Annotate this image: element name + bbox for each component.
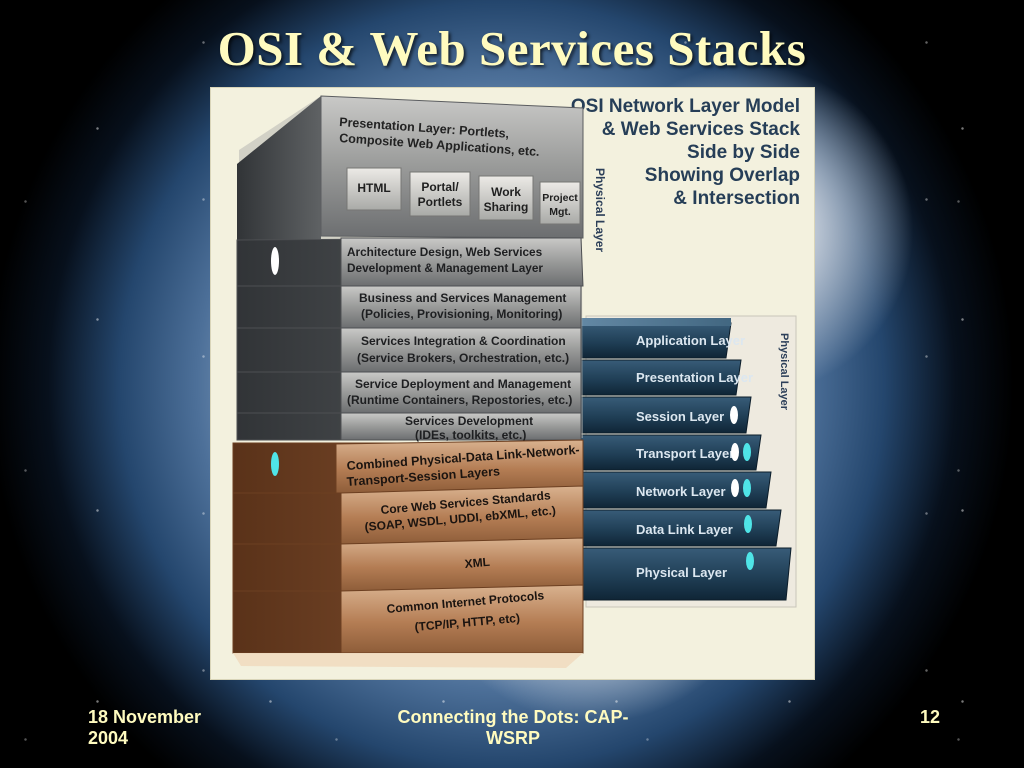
tile-project-mgt: Project Mgt.	[539, 181, 581, 225]
footer-page-number: 12	[919, 707, 940, 727]
footer-center-line1: Connecting the Dots: CAP-	[397, 707, 629, 727]
web-stack-base	[233, 653, 583, 668]
transport-marker-cyan	[743, 443, 751, 461]
xml-layer: XML	[232, 537, 584, 592]
osi-label-application: Application Layer	[636, 333, 745, 348]
tile-portal-line2: Portlets	[418, 195, 463, 209]
network-marker-cyan	[743, 479, 751, 497]
tile-project-line1: Project	[542, 192, 578, 204]
core-layer: Core Web Services Standards (SOAP, WSDL,…	[232, 485, 584, 545]
session-marker-white	[730, 406, 738, 424]
osi-layer-data-link: Data Link Layer	[580, 509, 782, 547]
datalink-marker-cyan	[744, 515, 752, 533]
xml-line1: XML	[464, 555, 490, 571]
architecture-layer: Architecture Design, Web Services Develo…	[236, 237, 584, 287]
tile-html-label: HTML	[357, 181, 390, 195]
tile-portal-line1: Portal/	[421, 180, 459, 194]
footer-date-line2: 2004	[88, 728, 129, 748]
caption-line-5: & Intersection	[673, 188, 800, 209]
business-line1: Business and Services Management	[359, 291, 566, 305]
osi-layer-session: Session Layer	[580, 396, 752, 434]
osi-label-transport: Transport Layer	[636, 446, 734, 461]
architecture-line1: Architecture Design, Web Services	[347, 245, 543, 259]
protocols-layer: Common Internet Protocols (TCP/IP, HTTP,…	[232, 584, 584, 654]
footer-date: 18 November 2004	[88, 707, 258, 749]
web-services-stack: Presentation Layer: Portlets, Composite …	[232, 95, 607, 668]
osi-label-data-link: Data Link Layer	[636, 522, 733, 537]
tile-portal-portlets: Portal/ Portlets	[409, 171, 471, 217]
tile-html: HTML	[346, 167, 402, 211]
footer-center-line2: WSRP	[486, 728, 540, 748]
tile-project-line2: Mgt.	[549, 206, 571, 218]
development-line2: (IDEs, toolkits, etc.)	[415, 428, 526, 442]
business-line2: (Policies, Provisioning, Monitoring)	[361, 307, 562, 321]
osi-label-physical: Physical Layer	[636, 565, 727, 580]
physical-marker-cyan	[746, 552, 754, 570]
osi-layer-presentation: Presentation Layer	[580, 359, 753, 396]
transport-marker-white	[731, 443, 739, 461]
osi-label-network: Network Layer	[636, 484, 726, 499]
deployment-layer: Service Deployment and Management (Runti…	[236, 371, 582, 414]
web-side-label: Physical Layer	[593, 168, 607, 252]
osi-layer-transport: Transport Layer	[580, 434, 762, 471]
osi-label-presentation: Presentation Layer	[636, 370, 753, 385]
osi-layer-network: Network Layer	[580, 471, 772, 509]
presentation-tiles: HTML Portal/ Portlets Work Sharing Proje…	[346, 167, 581, 225]
network-marker-white	[731, 479, 739, 497]
combined-marker-cyan	[271, 452, 279, 476]
osi-layer-physical: Physical Layer	[580, 547, 792, 601]
development-layer: Services Development (IDEs, toolkits, et…	[236, 412, 582, 442]
integration-line1: Services Integration & Coordination	[361, 334, 566, 348]
deployment-line2: (Runtime Containers, Repostories, etc.)	[347, 393, 572, 407]
deployment-line1: Service Deployment and Management	[355, 377, 571, 391]
architecture-line2: Development & Management Layer	[347, 261, 543, 275]
caption-line-1: OSI Network Layer Model	[571, 96, 800, 117]
footer-date-line1: 18 November	[88, 707, 202, 727]
footer-center-title: Connecting the Dots: CAP- WSRP	[350, 707, 676, 749]
tile-work-line2: Sharing	[484, 200, 529, 214]
tile-work-sharing: Work Sharing	[478, 175, 534, 221]
osi-stack: Physical Layer Application Layer Present…	[580, 315, 797, 608]
development-line1: Services Development	[405, 414, 533, 428]
tile-work-line1: Work	[491, 185, 521, 199]
caption-line-2: & Web Services Stack	[602, 119, 801, 140]
web-stack-left-side	[237, 96, 321, 276]
osi-side-label: Physical Layer	[778, 333, 790, 411]
integration-layer: Services Integration & Coordination (Ser…	[236, 327, 582, 373]
combined-layer: Combined Physical-Data Link-Network- Tra…	[232, 439, 584, 494]
caption-line-3: Side by Side	[687, 142, 800, 163]
stack-diagram-svg: OSI Network Layer Model & Web Services S…	[232, 95, 801, 668]
caption-line-4: Showing Overlap	[645, 165, 800, 186]
osi-layer-application: Application Layer	[580, 318, 745, 359]
osi-label-session: Session Layer	[636, 409, 724, 424]
integration-line2: (Service Brokers, Orchestration, etc.)	[357, 351, 569, 365]
diagram-caption: OSI Network Layer Model & Web Services S…	[571, 96, 801, 209]
business-layer: Business and Services Management (Polici…	[236, 285, 582, 329]
osi-web-services-diagram: OSI Network Layer Model & Web Services S…	[211, 88, 814, 679]
architecture-marker-white	[271, 247, 279, 275]
slide-title: OSI & Web Services Stacks	[217, 21, 807, 76]
